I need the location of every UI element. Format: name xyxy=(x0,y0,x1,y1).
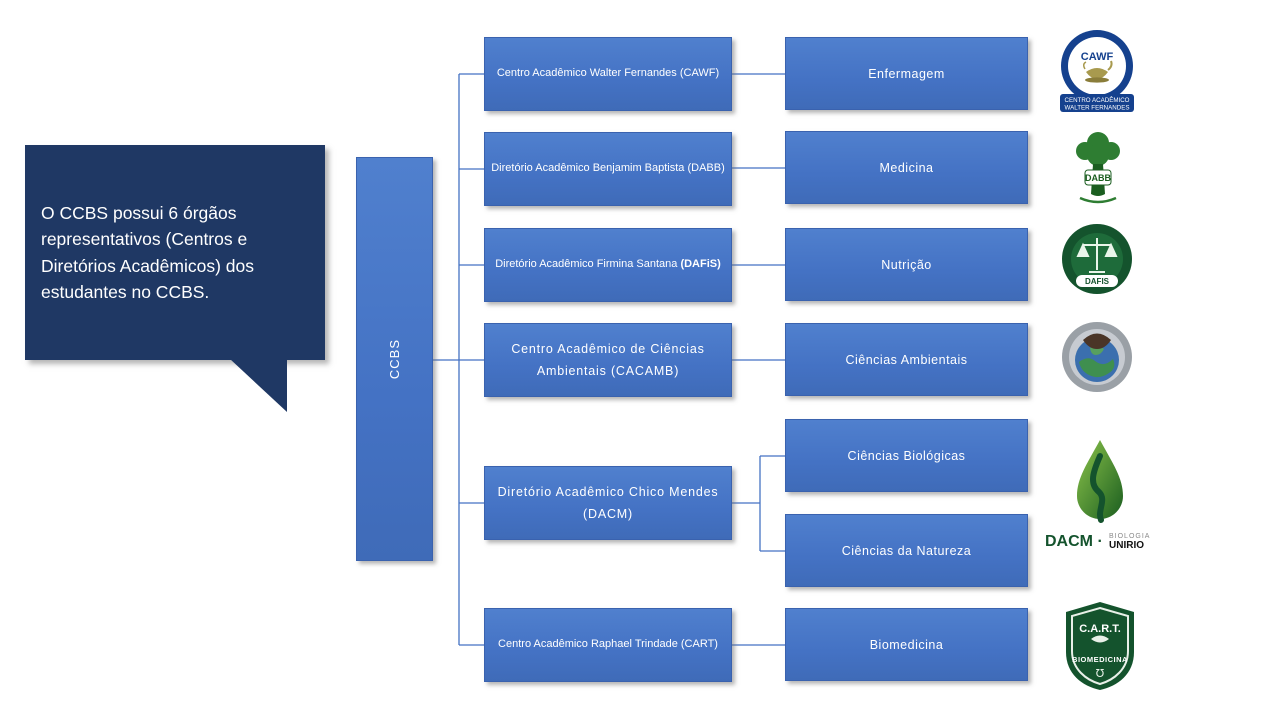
tree-icon xyxy=(1076,132,1120,204)
monkey-icon xyxy=(1083,333,1111,349)
cawf-logo-icon: CAWF CENTRO ACADÊMICO WALTER FERNANDES xyxy=(1060,30,1134,112)
course-box-ciencias-da-natureza: Ciências da Natureza xyxy=(785,514,1028,587)
cart-line1: BIOMEDICINA xyxy=(1072,655,1128,664)
org-box-dacm: Diretório Acadêmico Chico Mendes (DACM) xyxy=(484,466,732,540)
org-box-cacamb-label: Centro Acadêmico de Ciências Ambientais … xyxy=(511,341,705,379)
dacm-acronym: DACM · xyxy=(1045,533,1103,550)
dacm-line1: BIOLOGIA xyxy=(1109,533,1150,540)
course-box-ciencias-biologicas-label: Ciências Biológicas xyxy=(847,448,966,463)
cart-acronym: C.A.R.T. xyxy=(1079,623,1121,635)
org-box-dafis: Diretório Acadêmico Firmina Santana (DAF… xyxy=(484,228,732,302)
org-box-dafis-label: Diretório Acadêmico Firmina Santana (DAF… xyxy=(495,258,721,271)
callout-text: O CCBS possui 6 órgãos representativos (… xyxy=(41,203,254,302)
leaf-drop-icon xyxy=(1077,440,1123,523)
course-box-biomedicina: Biomedicina xyxy=(785,608,1028,681)
course-box-ciencias-ambientais-label: Ciências Ambientais xyxy=(845,352,968,367)
callout-tail xyxy=(230,359,287,412)
dafis-acronym: DAFIS xyxy=(1085,277,1110,286)
scales-icon xyxy=(1076,238,1118,273)
course-box-enfermagem: Enfermagem xyxy=(785,37,1028,110)
course-box-biomedicina-label: Biomedicina xyxy=(869,637,944,652)
course-box-enfermagem-label: Enfermagem xyxy=(868,66,945,81)
org-box-cart: Centro Acadêmico Raphael Trindade (CART) xyxy=(484,608,732,682)
org-box-cawf: Centro Acadêmico Walter Fernandes (CAWF) xyxy=(484,37,732,111)
shield-icon xyxy=(1066,602,1134,690)
root-node-ccbs: CCBS xyxy=(356,157,433,561)
callout-bubble: O CCBS possui 6 órgãos representativos (… xyxy=(25,145,325,360)
course-box-medicina-label: Medicina xyxy=(879,160,934,175)
course-box-nutricao: Nutrição xyxy=(785,228,1028,301)
course-box-medicina: Medicina xyxy=(785,131,1028,204)
root-label: CCBS xyxy=(387,338,402,380)
dabb-logo-icon: DABB xyxy=(1076,132,1120,204)
cawf-banner-line1: CENTRO ACADÊMICO xyxy=(1065,96,1130,104)
lamp-icon xyxy=(1082,60,1113,83)
dacm-line2: UNIRIO xyxy=(1109,540,1144,551)
org-box-cacamb: Centro Acadêmico de Ciências Ambientais … xyxy=(484,323,732,397)
cawf-banner-line2: WALTER FERNANDES xyxy=(1065,105,1130,112)
org-box-dacm-label: Diretório Acadêmico Chico Mendes (DACM) xyxy=(497,484,719,522)
org-box-cawf-label: Centro Acadêmico Walter Fernandes (CAWF) xyxy=(496,67,720,80)
cawf-acronym: CAWF xyxy=(1081,51,1114,63)
cacamb-logo-icon xyxy=(1062,322,1132,392)
course-box-ciencias-biologicas: Ciências Biológicas xyxy=(785,419,1028,492)
org-box-dabb-label: Diretório Acadêmico Benjamim Baptista (D… xyxy=(491,162,725,175)
course-box-nutricao-label: Nutrição xyxy=(881,257,932,272)
cart-emblem xyxy=(1091,635,1109,643)
globe-icon xyxy=(1075,338,1119,382)
course-box-ciencias-ambientais: Ciências Ambientais xyxy=(785,323,1028,396)
cart-logo-icon: C.A.R.T. BIOMEDICINA ℧ xyxy=(1066,602,1134,690)
org-box-cart-label: Centro Acadêmico Raphael Trindade (CART) xyxy=(498,638,718,651)
dabb-acronym: DABB xyxy=(1085,173,1111,183)
dafis-logo-icon: DAFIS xyxy=(1062,224,1132,294)
org-box-dabb: Diretório Acadêmico Benjamim Baptista (D… xyxy=(484,132,732,206)
cart-symbol: ℧ xyxy=(1096,668,1104,680)
course-box-ciencias-da-natureza-label: Ciências da Natureza xyxy=(841,543,972,558)
dacm-logo-icon: DACM · BIOLOGIA UNIRIO xyxy=(1045,440,1150,551)
